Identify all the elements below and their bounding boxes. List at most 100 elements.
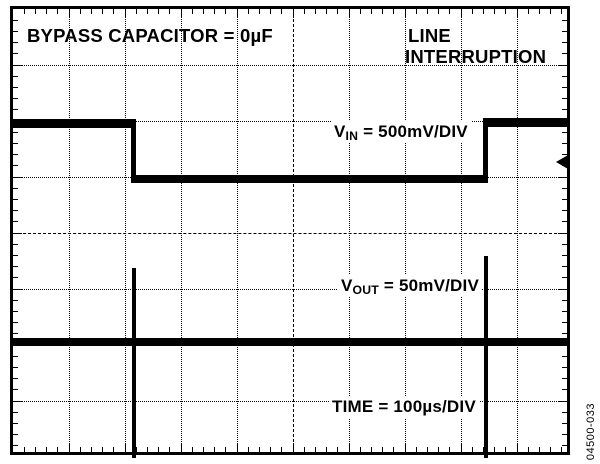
tick-mark: [304, 447, 305, 452]
tick-mark: [562, 412, 567, 413]
tick-mark-major: [517, 9, 518, 18]
tick-mark: [13, 266, 18, 267]
gridline-horizontal: [13, 65, 567, 66]
tick-mark: [562, 356, 567, 357]
tick-mark: [281, 447, 282, 452]
tick-mark-major: [13, 401, 22, 402]
tick-mark-major: [461, 443, 462, 452]
tick-mark: [214, 447, 215, 452]
tick-mark-major: [517, 443, 518, 452]
tick-mark-major: [125, 9, 126, 18]
tick-mark-major: [558, 177, 567, 178]
tick-mark: [13, 356, 18, 357]
tick-mark: [35, 9, 36, 14]
tick-mark-major: [125, 443, 126, 452]
tick-mark-major: [558, 65, 567, 66]
tick-mark-major: [181, 9, 182, 18]
tick-mark: [539, 9, 540, 14]
tick-mark: [13, 300, 18, 301]
tick-mark: [13, 244, 18, 245]
tick-mark: [80, 447, 81, 452]
gridline-vertical: [237, 9, 238, 452]
tick-mark: [550, 447, 551, 452]
tick-mark: [113, 9, 114, 14]
tick-mark: [13, 132, 18, 133]
tick-mark: [449, 9, 450, 14]
bypass-capacitor-label: BYPASS CAPACITOR = 0µF: [27, 25, 273, 46]
tick-mark-major: [405, 443, 406, 452]
tick-mark: [416, 447, 417, 452]
tick-mark: [13, 154, 18, 155]
tick-mark: [562, 266, 567, 267]
tick-mark: [80, 9, 81, 14]
tick-mark: [13, 378, 18, 379]
tick-mark: [337, 9, 338, 14]
tick-mark: [13, 367, 18, 368]
tick-mark: [13, 210, 18, 211]
line-interruption-label-line2: INTERRUPTION: [405, 46, 547, 68]
tick-mark: [91, 9, 92, 14]
tick-mark: [562, 423, 567, 424]
tick-mark: [562, 434, 567, 435]
tick-mark: [438, 447, 439, 452]
tick-mark-major: [181, 443, 182, 452]
tick-mark: [169, 447, 170, 452]
trigger-level-arrow-icon: [556, 155, 568, 169]
tick-mark: [483, 447, 484, 452]
tick-mark: [562, 31, 567, 32]
tick-mark: [147, 447, 148, 452]
tick-mark-major: [237, 9, 238, 18]
gridline-horizontal-center: [13, 233, 567, 234]
tick-mark: [248, 447, 249, 452]
graticule-frame: BYPASS CAPACITOR = 0µF LINE INTERRUPTION…: [10, 6, 570, 458]
tick-mark: [304, 9, 305, 14]
tick-mark: [562, 76, 567, 77]
tick-mark: [562, 154, 567, 155]
tick-mark: [13, 165, 18, 166]
line-interruption-label-line1: LINE: [408, 25, 451, 46]
tick-mark: [562, 322, 567, 323]
vout-trace-spike-left: [132, 268, 136, 458]
tick-mark: [562, 389, 567, 390]
tick-mark: [158, 447, 159, 452]
tick-mark: [427, 447, 428, 452]
tick-mark: [203, 9, 204, 14]
tick-mark: [562, 221, 567, 222]
vout-trace-spike-right: [484, 256, 488, 458]
gridline-vertical: [517, 9, 518, 452]
tick-mark: [360, 447, 361, 452]
tick-mark: [562, 87, 567, 88]
tick-mark: [13, 423, 18, 424]
tick-mark: [13, 188, 18, 189]
vin-trace-low: [131, 175, 488, 183]
vin-subscript: IN: [345, 129, 359, 144]
tick-mark: [136, 447, 137, 452]
tick-mark: [225, 447, 226, 452]
tick-mark: [562, 210, 567, 211]
tick-mark: [562, 378, 567, 379]
tick-mark: [505, 447, 506, 452]
figure-id-label: 04500-033: [585, 402, 597, 460]
gridline-vertical: [349, 9, 350, 452]
gridline-vertical: [181, 9, 182, 452]
vin-value: = 500mV/DIV: [358, 122, 468, 141]
vin-trace-high-left: [13, 119, 134, 128]
tick-mark: [562, 20, 567, 21]
tick-mark: [561, 447, 562, 452]
tick-mark: [91, 447, 92, 452]
tick-mark: [24, 9, 25, 14]
vin-trace-falling-edge: [131, 119, 136, 182]
tick-mark: [136, 9, 137, 14]
vin-trace-high-right: [483, 118, 570, 127]
time-base-label: TIME = 100µs/DIV: [329, 396, 479, 418]
tick-mark: [562, 98, 567, 99]
tick-mark: [113, 447, 114, 452]
tick-mark: [13, 53, 18, 54]
tick-mark-major: [69, 9, 70, 18]
tick-mark-major: [237, 443, 238, 452]
tick-mark-major: [69, 443, 70, 452]
tick-mark: [562, 132, 567, 133]
tick-mark: [248, 9, 249, 14]
tick-mark: [562, 300, 567, 301]
